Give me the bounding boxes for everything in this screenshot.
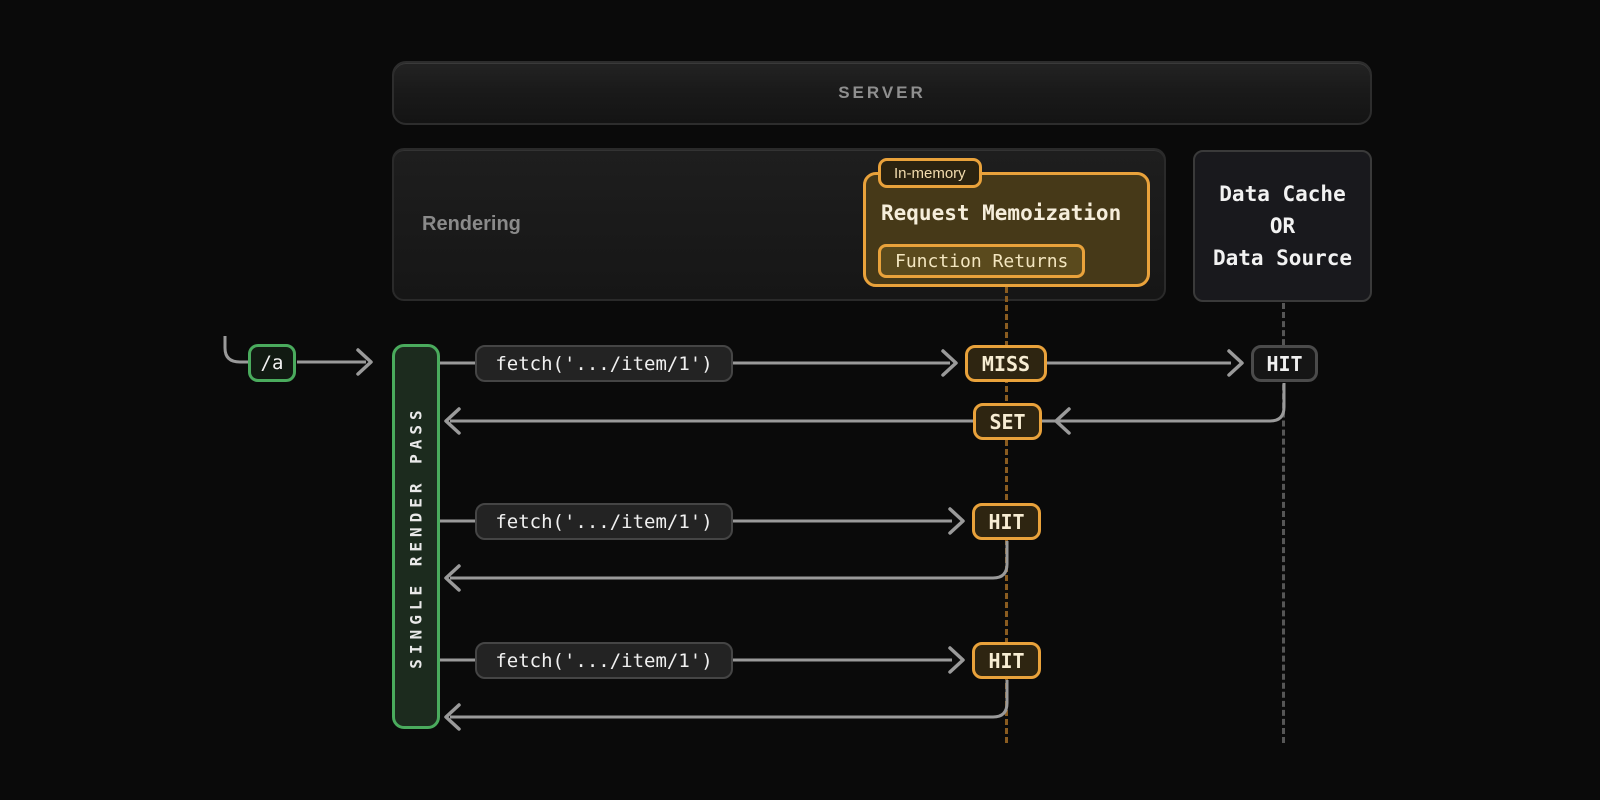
- single-render-pass-label: SINGLE RENDER PASS: [407, 405, 426, 668]
- hit-badge-row3: HIT: [972, 642, 1041, 679]
- row1-return-line: [450, 383, 1284, 421]
- fetch-call-3: fetch('.../item/1'): [475, 642, 733, 679]
- fetch-call-1: fetch('.../item/1'): [475, 345, 733, 382]
- hit-badge-row2: HIT: [972, 503, 1041, 540]
- request-memoization-box: In-memory Request Memoization Function R…: [863, 172, 1150, 287]
- row2-return-line: [450, 541, 1007, 578]
- route-a-box: /a: [248, 344, 296, 382]
- miss-badge: MISS: [965, 345, 1047, 382]
- entry-hook-line: [225, 336, 250, 362]
- request-memoization-title: Request Memoization: [881, 201, 1121, 225]
- function-returns-box: Function Returns: [878, 244, 1085, 278]
- cache-hit-badge: HIT: [1251, 345, 1318, 382]
- fetch-call-2: fetch('.../item/1'): [475, 503, 733, 540]
- row3-return-line: [450, 680, 1007, 717]
- in-memory-badge: In-memory: [878, 158, 982, 188]
- single-render-pass-bar: SINGLE RENDER PASS: [392, 344, 440, 729]
- set-badge: SET: [973, 403, 1042, 440]
